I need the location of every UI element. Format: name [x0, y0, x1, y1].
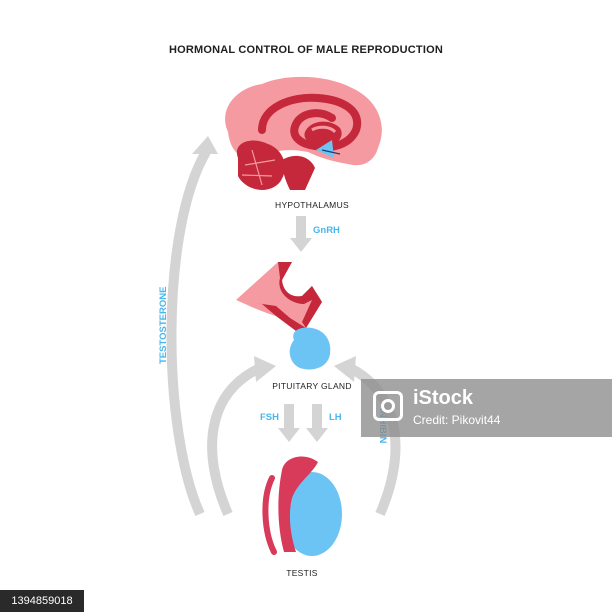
diagram-title: HORMONAL CONTROL OF MALE REPRODUCTION	[168, 44, 444, 56]
stock-id-badge: 1394859018	[0, 590, 84, 612]
gnrh-arrow	[290, 216, 312, 252]
lh-arrow	[306, 404, 328, 442]
fsh-arrow	[278, 404, 300, 442]
label-pituitary: PITUITARY GLAND	[272, 381, 352, 391]
brain-illustration	[225, 76, 382, 190]
label-testis: TESTIS	[286, 568, 318, 578]
label-hypothalamus: HYPOTHALAMUS	[275, 200, 349, 210]
label-gnrh: GnRH	[313, 225, 340, 236]
label-testosterone: TESTOSTERONE	[158, 286, 169, 364]
camera-logo-icon	[373, 391, 403, 421]
watermark-brand: iStock	[413, 387, 474, 409]
testis-illustration	[262, 456, 342, 556]
label-lh: LH	[329, 412, 342, 423]
watermark-overlay: iStock Credit: Pikovit44	[361, 379, 612, 437]
left-feedback-arrow	[207, 356, 276, 517]
pituitary-illustration	[236, 262, 331, 370]
watermark-credit: Credit: Pikovit44	[413, 413, 501, 427]
label-fsh: FSH	[260, 412, 279, 423]
testosterone-arrow	[166, 136, 218, 517]
